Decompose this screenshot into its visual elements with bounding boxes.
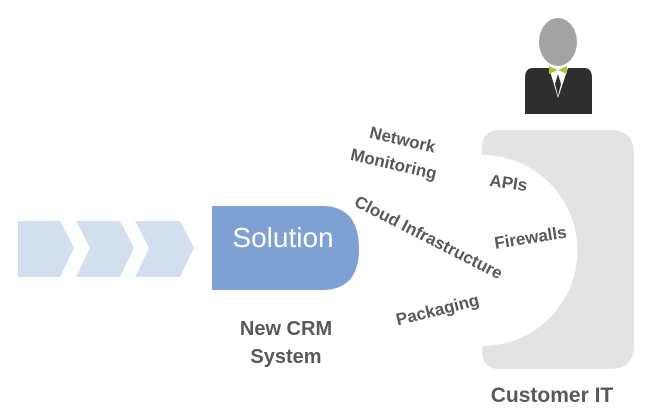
- process-chevron-2: [76, 221, 134, 277]
- customer-it-receptor: [482, 130, 634, 369]
- solution-label: Solution: [232, 222, 334, 253]
- solution-caption-line1: New CRM: [239, 318, 333, 340]
- process-chevron-1: [18, 221, 74, 277]
- customer-person-icon: [525, 18, 592, 114]
- solution-caption: New CRM System: [196, 315, 376, 371]
- solution-shape: [212, 206, 359, 290]
- customer-it-caption: Customer IT: [490, 384, 614, 407]
- solution-caption-line2: System: [250, 346, 322, 368]
- process-chevron-3: [135, 221, 194, 277]
